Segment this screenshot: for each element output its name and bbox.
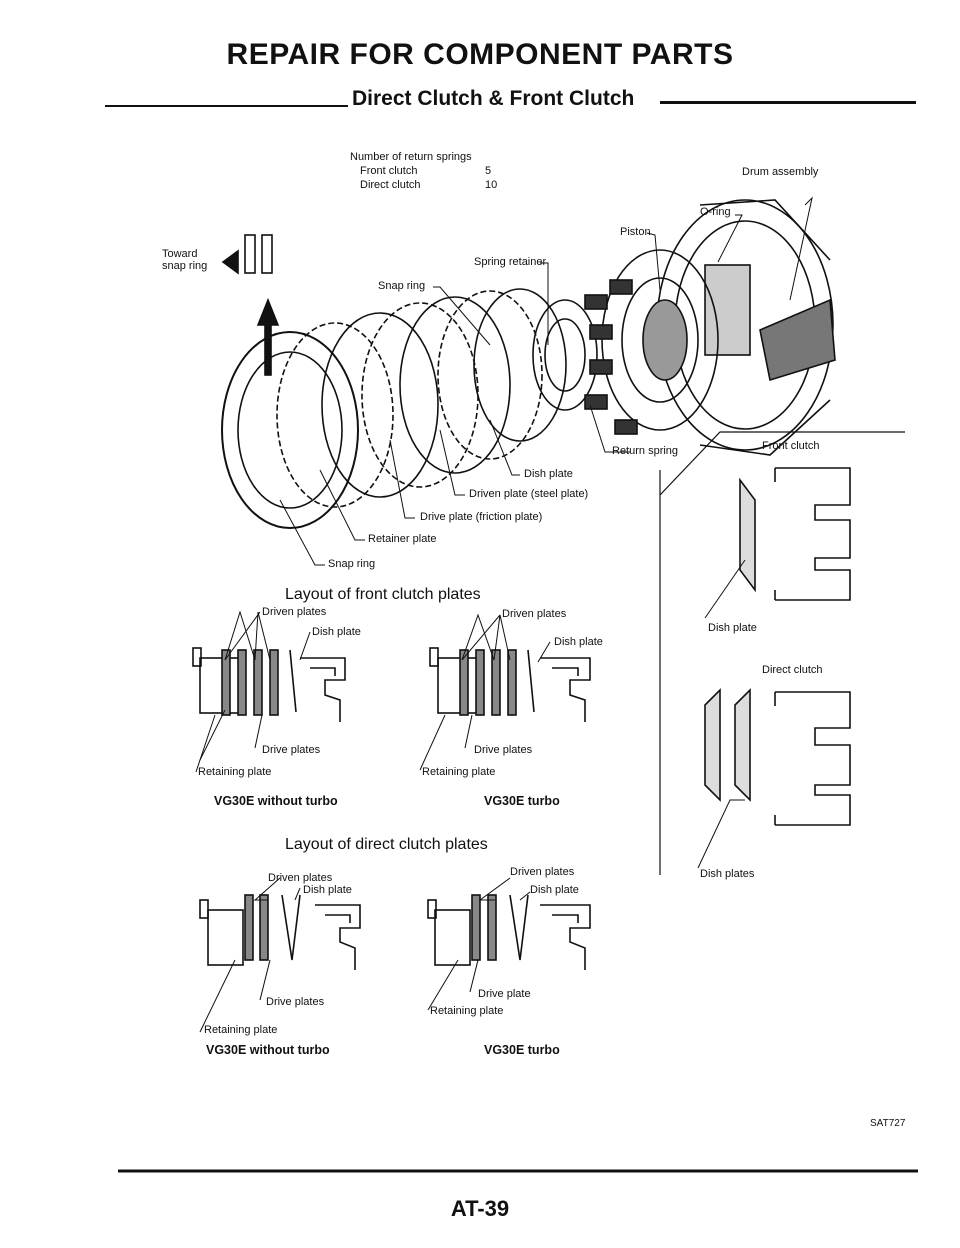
side-front-dish: Dish plate	[708, 622, 757, 634]
label-retainer-plate: Retainer plate	[368, 533, 437, 545]
label-snap-ring-bottom: Snap ring	[328, 558, 376, 570]
side-direct-title: Direct clutch	[762, 664, 823, 676]
label-o-ring: O-ring	[700, 206, 731, 218]
spring-row-direct: Direct clutch 10	[350, 178, 497, 192]
direct-left-retaining: Retaining plate	[204, 1024, 278, 1036]
front-left-driven: Driven plates	[262, 606, 327, 618]
front-layout-right-drawing	[419, 613, 591, 771]
section-rule-right	[660, 101, 916, 104]
label-return-spring: Return spring	[612, 445, 679, 457]
section-title: Direct Clutch & Front Clutch	[352, 87, 635, 110]
front-layout-left-drawing	[192, 610, 346, 773]
front-layout-caption: Layout of front clutch plates	[285, 586, 481, 603]
label-spring-retainer: Spring retainer	[474, 256, 547, 268]
spring-row-name: Direct clutch	[360, 179, 421, 191]
spring-row-name: Front clutch	[360, 165, 418, 177]
label-snap-ring-top: Snap ring	[378, 280, 426, 292]
piston-drawing	[601, 249, 719, 431]
front-left-variant: VG30E without turbo	[214, 794, 338, 808]
side-front-title: Front clutch	[762, 440, 820, 452]
spring-row-value: 10	[485, 179, 498, 191]
return-springs-drawing	[532, 279, 638, 435]
label-dish-plate: Dish plate	[524, 468, 573, 480]
direct-right-variant: VG30E turbo	[484, 1043, 560, 1057]
direct-right-drive: Drive plate	[478, 988, 531, 1000]
label-drum-assembly: Drum assembly	[742, 166, 819, 178]
direct-left-dish: Dish plate	[303, 884, 352, 896]
front-right-dish: Dish plate	[554, 636, 603, 648]
direct-clutch-section	[697, 688, 851, 869]
front-left-dish: Dish plate	[312, 626, 361, 638]
page-number: AT-39	[450, 1196, 510, 1221]
toward-snap-ring-symbol	[221, 234, 280, 376]
label-drive-plate: Drive plate (friction plate)	[420, 511, 543, 523]
direct-layout-right-drawing	[427, 877, 591, 1011]
front-clutch-section	[704, 467, 851, 619]
section-rule-left	[105, 105, 348, 107]
front-right-driven: Driven plates	[502, 608, 567, 620]
direct-right-retaining: Retaining plate	[430, 1005, 504, 1017]
direct-layout-left-drawing	[199, 877, 361, 1033]
side-direct-dish: Dish plates	[700, 868, 755, 880]
front-left-retaining: Retaining plate	[198, 766, 272, 778]
front-right-retaining: Retaining plate	[422, 766, 496, 778]
spring-row-value: 5	[485, 165, 492, 177]
direct-left-variant: VG30E without turbo	[206, 1043, 330, 1057]
label-driven-plate: Driven plate (steel plate)	[469, 488, 589, 500]
leader-lines	[279, 196, 813, 566]
direct-left-drive: Drive plates	[266, 996, 325, 1008]
spring-table-heading: Number of return springs	[350, 151, 472, 163]
direct-right-driven: Driven plates	[510, 866, 575, 878]
front-left-drive: Drive plates	[262, 744, 321, 756]
spring-row-front: Front clutch 5	[350, 164, 497, 178]
return-spring-table: Number of return springs Front clutch 5 D…	[350, 150, 497, 192]
plate-stack-drawing	[221, 288, 567, 529]
front-right-variant: VG30E turbo	[484, 794, 560, 808]
page-title: REPAIR FOR COMPONENT PARTS	[226, 38, 734, 71]
figure-code: SAT727	[870, 1118, 906, 1129]
direct-right-dish: Dish plate	[530, 884, 579, 896]
front-right-drive: Drive plates	[474, 744, 533, 756]
direct-left-driven: Driven plates	[268, 872, 333, 884]
label-toward-snap-ring: Toward snap ring	[162, 248, 208, 272]
direct-layout-caption: Layout of direct clutch plates	[285, 836, 488, 853]
label-piston: Piston	[620, 226, 651, 238]
